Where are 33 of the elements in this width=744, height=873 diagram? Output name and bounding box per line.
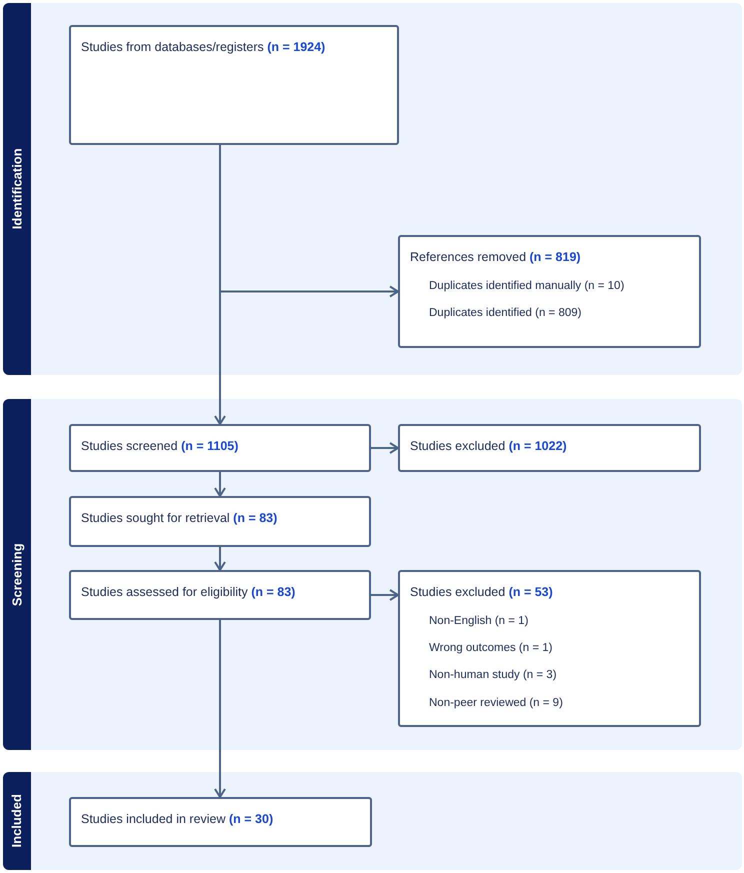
arrow [371,589,399,601]
process-box [69,570,371,620]
process-box [69,424,371,472]
box-item: Wrong outcomes (n = 1) [428,641,554,656]
arrow [214,547,226,571]
phase-label: Identification [8,148,26,230]
arrow [214,472,226,497]
box-heading: References removed (n = 819) [410,250,582,266]
phase-band [3,399,742,750]
box-heading: Studies included in review (n = 30) [81,812,274,828]
box-heading: Studies excluded (n = 53) [410,585,554,601]
process-box [69,797,372,847]
box-heading: Studies sought for retrieval (n = 83) [81,511,278,527]
process-box [398,424,701,472]
process-box [398,570,701,727]
arrow [371,442,399,454]
phase-band [3,3,742,375]
box-heading: Studies assessed for eligibility (n = 83) [81,585,296,601]
phase-band [3,772,742,870]
process-box [69,25,399,145]
box-item: Duplicates identified (n = 809) [428,306,582,320]
phase-label: Screening [8,543,26,606]
box-item: Non-English (n = 1) [428,614,530,628]
box-item: Non-peer reviewed (n = 9) [428,696,564,710]
phase-label: Included [8,794,26,848]
box-item: Non-human study (n = 3) [428,668,558,683]
process-box [398,235,701,348]
box-item: Duplicates identified manually (n = 10) [428,278,626,293]
box-heading: Studies excluded (n = 1022) [410,439,568,455]
box-heading: Studies from databases/registers (n = 1924) [81,40,326,56]
arrow [214,620,226,798]
process-box [69,496,371,547]
box-heading: Studies screened (n = 1105) [81,439,240,455]
